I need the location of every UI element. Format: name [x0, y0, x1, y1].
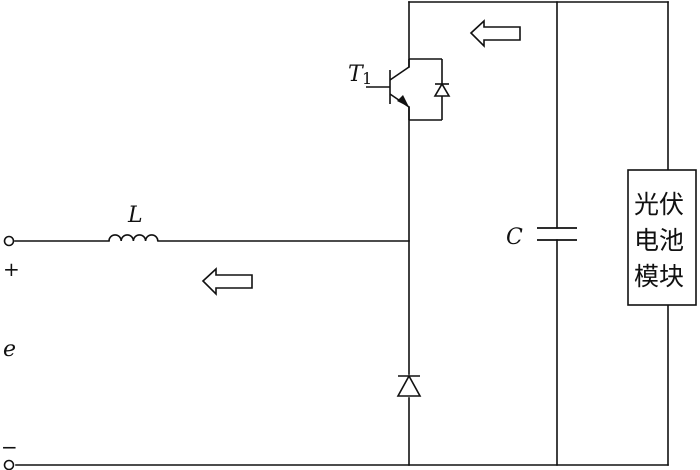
emitter-arrow-icon: [397, 95, 409, 107]
terminal-plus-label: +: [3, 257, 20, 281]
transistor-label: T: [348, 62, 365, 87]
igbt-icon: [366, 58, 443, 121]
module-label-line-1: 光伏: [634, 190, 684, 219]
terminal-minus-label: −: [1, 435, 18, 459]
transistor-subscript: 1: [362, 69, 372, 88]
lower-diode-icon: [396, 374, 422, 397]
terminal-bottom: [3, 459, 15, 470]
source-label: e: [3, 337, 16, 362]
pv-module-box: [627, 169, 697, 306]
inductor-icon: [108, 234, 159, 242]
antiparallel-diode-icon: [433, 82, 451, 97]
capacitor-label: C: [506, 225, 523, 250]
terminal-top: [3, 235, 15, 247]
current-arrow-middle-icon: [201, 267, 253, 296]
module-label-line-2: 电池: [634, 226, 684, 255]
current-arrow-top-icon: [469, 19, 521, 48]
module-label-line-3: 模块: [634, 262, 684, 291]
inductor-label: L: [127, 203, 143, 228]
